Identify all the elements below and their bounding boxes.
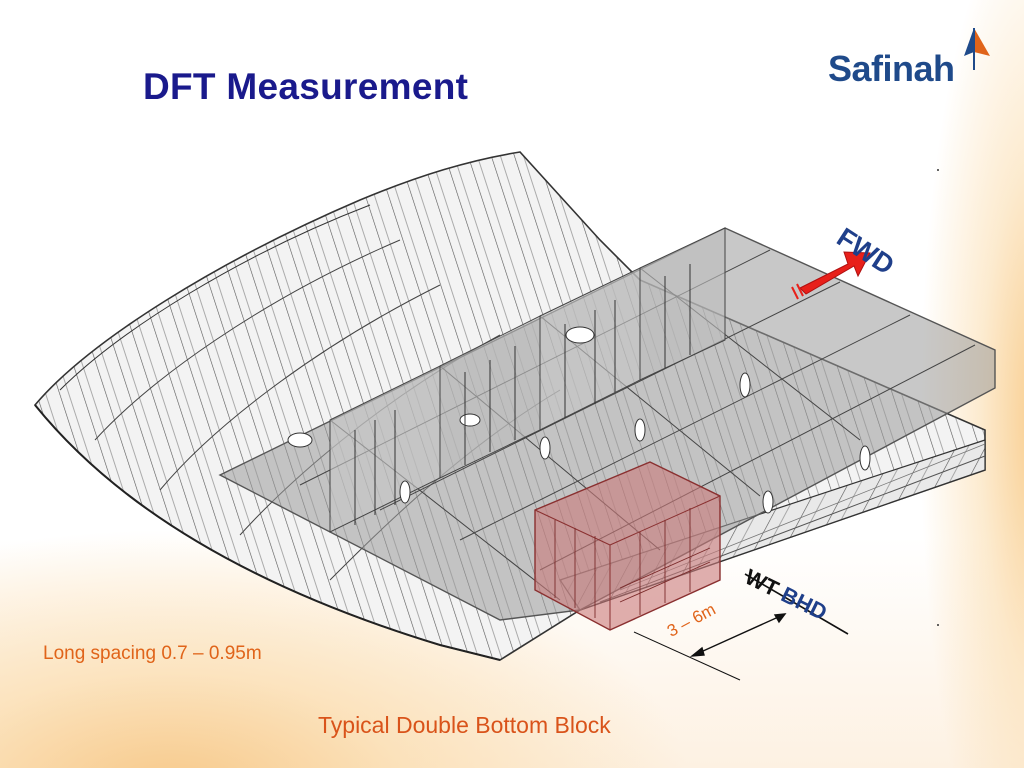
company-logo: Safinah (828, 26, 998, 96)
mark-dot (937, 169, 939, 171)
wt-bhd-line (744, 573, 849, 635)
inner-bottom-plate (218, 227, 996, 621)
dimension-arrow (633, 613, 787, 681)
slide-title: DFT Measurement (143, 66, 469, 107)
logo-text: Safinah (828, 48, 955, 89)
sail-icon (964, 28, 990, 70)
forward-arrow-icon (791, 251, 871, 300)
double-bottom-block-diagram (33, 151, 996, 681)
diagram-caption: Typical Double Bottom Block (318, 712, 611, 738)
highlighted-tank-cell (534, 461, 721, 631)
mark-dot (937, 624, 939, 626)
long-spacing-label: Long spacing 0.7 – 0.95m (43, 643, 262, 664)
